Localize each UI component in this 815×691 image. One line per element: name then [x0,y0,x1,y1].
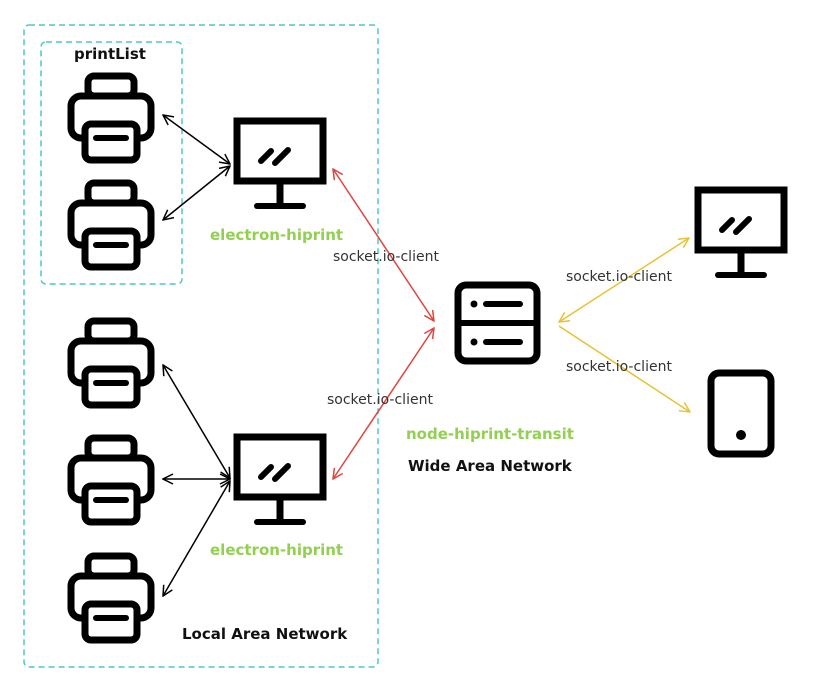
link-server-monitor [559,238,689,322]
monitor-icon [237,121,323,206]
conn-right-bottom-label: socket.io-client [566,359,672,375]
tablet-icon [707,369,775,458]
client-bottom-label: electron-hiprint [210,541,344,559]
conn-top-label: socket.io-client [333,249,439,265]
print-list-label: printList [74,45,146,63]
client-top-label: electron-hiprint [210,226,344,244]
lan-boundary [23,24,379,668]
printer-icon [71,556,151,640]
link-client-bottom-server [333,328,434,479]
monitor-icon [698,190,784,275]
printer-icon [71,321,151,405]
link-printer2-client [163,166,230,220]
link-client-top-server [333,169,434,321]
server-icon [454,281,541,365]
lan-label: Local Area Network [182,625,348,643]
link-printer5-client [163,481,230,596]
conn-bottom-label: socket.io-client [327,392,433,408]
printer-icon [71,438,151,522]
printer-icon [71,76,151,160]
wan-label: Wide Area Network [408,457,572,475]
link-printer1-client [163,115,230,164]
transit-server-label: node-hiprint-transit [406,425,574,443]
monitor-icon [237,437,323,522]
link-printer3-client [163,365,230,478]
conn-right-top-label: socket.io-client [566,269,672,285]
link-server-tablet [558,325,690,412]
printer-icon [71,183,151,267]
